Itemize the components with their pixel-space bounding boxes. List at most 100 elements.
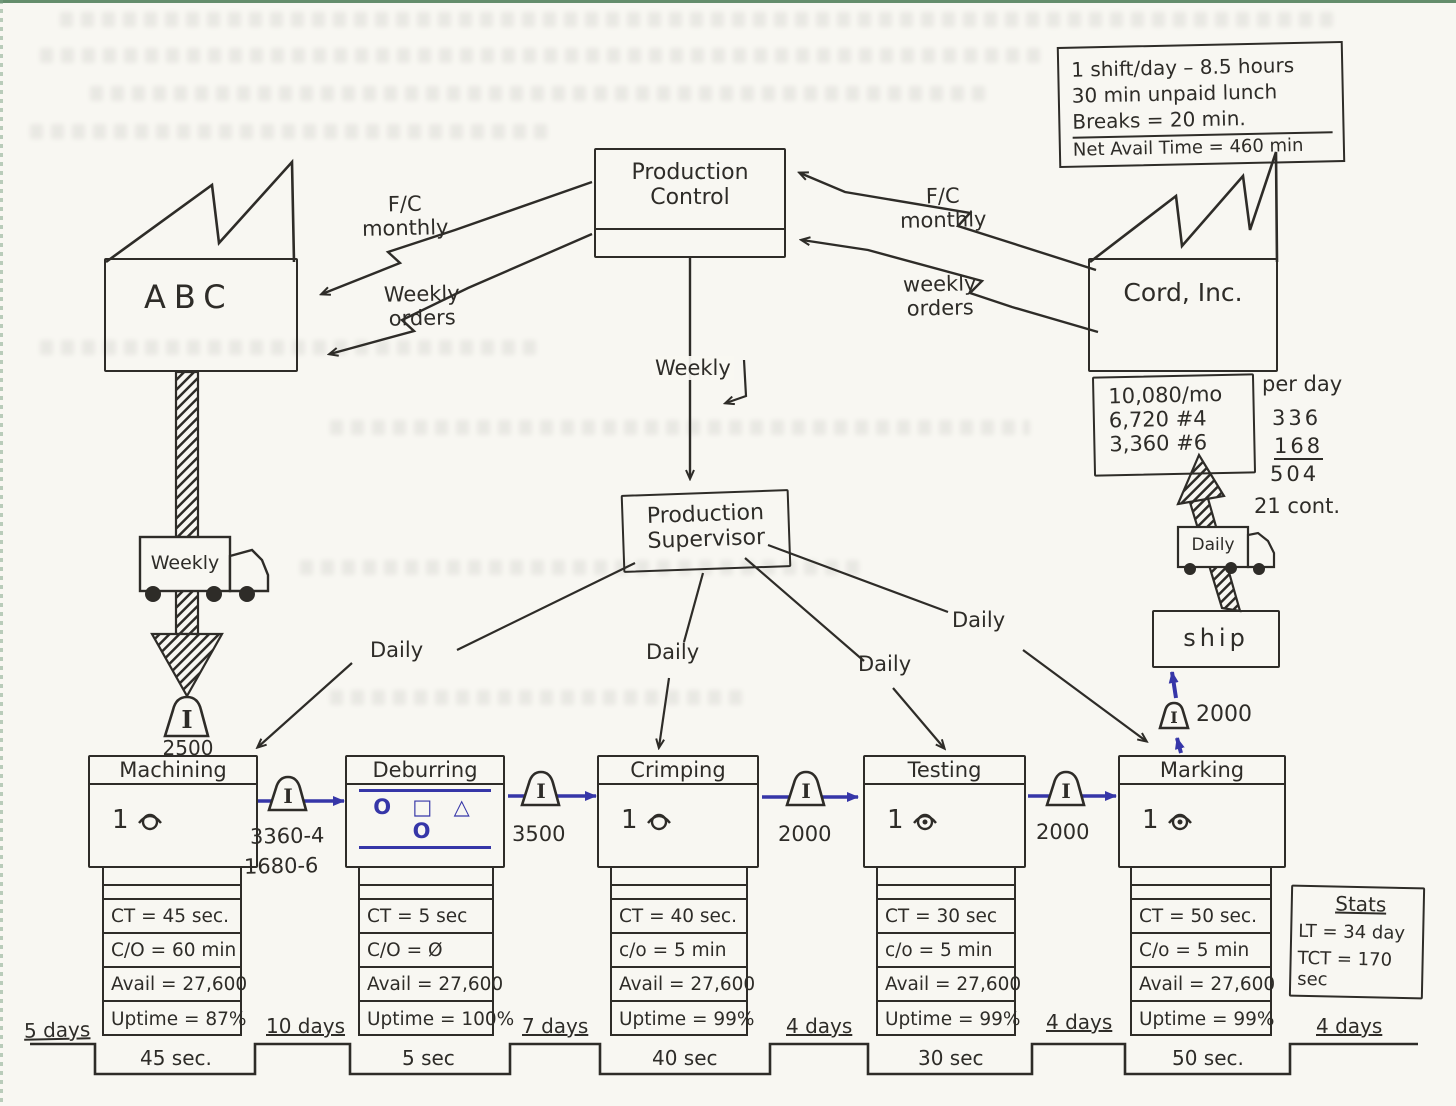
changeover-time: C/o = 5 min <box>1132 934 1270 968</box>
supplier-box: ABC <box>104 258 298 372</box>
daily-crimping-line <box>682 572 705 643</box>
process-box-deburring: Deburring O □ △ O <box>345 755 505 868</box>
inventory-icon-label: I <box>536 779 545 803</box>
cycle-time: CT = 5 sec <box>360 900 492 934</box>
stats-lead-time: LT = 34 day <box>1297 920 1406 945</box>
available-time: Avail = 27,600 <box>612 968 755 1002</box>
uptime: Uptime = 99% <box>1139 1008 1275 1030</box>
databox-spacer <box>360 886 492 900</box>
inventory-icon <box>163 695 210 738</box>
databox-crimping: CT = 40 sec. c/o = 5 min Avail = 27,600 … <box>610 884 755 1036</box>
databox-spacer <box>1132 886 1270 900</box>
shift-note-box: 1 shift/day – 8.5 hours 30 min unpaid lu… <box>1056 41 1346 169</box>
timeline-process: 5 sec <box>402 1046 455 1070</box>
production-control-box: Production Control <box>594 148 786 258</box>
push-arrow-inventory-ship <box>1168 671 1179 699</box>
timeline-wait: 4 days <box>1046 1010 1113 1034</box>
databox-spacer <box>104 886 240 900</box>
scan-top-edge <box>0 0 1456 3</box>
weekly-orders-right-arrow <box>802 240 1099 334</box>
shift-note-line: Breaks = 20 min. <box>1072 106 1246 134</box>
per-day-note: 21 cont. <box>1254 494 1341 518</box>
daily-marking-arrow <box>1022 649 1146 741</box>
ship-label: ship <box>1183 624 1249 652</box>
inventory-icon-label: I <box>1170 708 1177 727</box>
databox-connector <box>610 868 748 884</box>
daily-testing-line <box>744 557 865 662</box>
outbound-inventory-qty: 2000 <box>1196 702 1252 727</box>
supervisor-box: Production Supervisor <box>620 489 792 573</box>
operator-count: 1 <box>887 805 904 835</box>
databox-connector <box>876 868 1016 884</box>
customer-factory-roof-icon <box>1089 151 1279 264</box>
wip-qty-deburring-crimping: 3500 <box>512 822 566 846</box>
customer-box: Cord, Inc. <box>1088 258 1278 372</box>
cycle-time: CT = 30 sec <box>878 900 1014 934</box>
inventory-icon-label: I <box>1061 779 1070 803</box>
outbound-shipment-arrowhead <box>1176 452 1226 506</box>
outbound-truck-label: Daily <box>1191 535 1235 555</box>
cycle-time: CT = 50 sec. <box>1132 900 1270 934</box>
daily-testing-arrow <box>892 687 944 748</box>
demand-item6: 3,360 #6 <box>1109 430 1208 457</box>
databox-connector <box>102 868 242 884</box>
supplier-factory-roof-icon <box>105 158 296 264</box>
operator-count: 1 <box>112 805 129 835</box>
process-box-testing: Testing 1 <box>863 755 1026 868</box>
changeover-time: c/o = 5 min <box>612 934 746 968</box>
databox-machining: CT = 45 sec. C/O = 60 min Avail = 27,600… <box>102 884 247 1036</box>
operator-icon <box>1167 813 1192 831</box>
daily-label-testing: Daily <box>858 652 912 676</box>
timeline-wait: 4 days <box>1316 1014 1383 1038</box>
fc-monthly-right-arrow <box>800 173 1097 272</box>
customer-name: Cord, Inc. <box>1123 278 1243 307</box>
daily-machining-arrow <box>258 662 353 747</box>
process-box-marking: Marking 1 <box>1118 755 1286 868</box>
stats-box: Stats LT = 34 day TCT = 170 sec <box>1288 884 1426 1000</box>
push-arrow-marking-inventory <box>1175 737 1185 754</box>
weekly-flow-label: Weekly <box>652 356 734 380</box>
process-box-crimping: Crimping 1 <box>597 755 759 868</box>
daily-label-crimping: Daily <box>646 640 700 664</box>
timeline-wait: 5 days <box>23 1017 91 1043</box>
timeline-wait: 7 days <box>522 1014 589 1038</box>
daily-crimping-arrow <box>659 677 671 747</box>
wip-qty-machining-deburring: 3360-4 <box>249 823 325 849</box>
available-time: Avail = 27,600 <box>104 968 247 1002</box>
available-time: Avail = 27,600 <box>360 968 503 1002</box>
fifo-lane: O □ △ O <box>359 789 491 849</box>
inventory-icon <box>1158 701 1190 730</box>
uptime: Uptime = 87% <box>111 1008 247 1030</box>
production-control-label: Control <box>650 185 730 210</box>
process-box-machining: Machining 1 <box>88 755 258 868</box>
daily-machining-line <box>456 562 636 651</box>
demand-item4: 6,720 #4 <box>1108 406 1207 433</box>
databox-spacer <box>612 886 746 900</box>
inbound-shipment-arrow <box>174 370 200 636</box>
timeline-process: 45 sec. <box>140 1046 212 1070</box>
operator-count: 1 <box>1142 805 1159 835</box>
databox-marking: CT = 50 sec. C/o = 5 min Avail = 27,600 … <box>1130 884 1275 1036</box>
timeline-process: 30 sec <box>918 1046 984 1070</box>
changeover-time: C/O = 60 min <box>104 934 240 968</box>
wip-qty-machining-deburring: 1680-6 <box>243 853 319 879</box>
inventory-icon-label: I <box>283 784 292 808</box>
stats-total-cycle-time: TCT = 170 sec <box>1296 947 1393 991</box>
timeline-wait: 4 days <box>786 1014 853 1038</box>
process-title: Testing <box>865 757 1024 785</box>
inventory-icon-label: I <box>801 779 810 803</box>
process-title: Deburring <box>347 757 503 785</box>
timeline-wait: 10 days <box>266 1014 346 1038</box>
operator-icon <box>912 813 937 831</box>
databox-deburring: CT = 5 sec C/O = Ø Avail = 27,600 Uptime… <box>358 884 514 1036</box>
daily-marking-line <box>767 543 949 614</box>
demand-monthly: 10,080/mo <box>1108 381 1223 409</box>
databox-connector <box>358 868 494 884</box>
available-time: Avail = 27,600 <box>1132 968 1275 1002</box>
databox-spacer <box>878 886 1014 900</box>
per-day-title: per day <box>1262 372 1343 396</box>
